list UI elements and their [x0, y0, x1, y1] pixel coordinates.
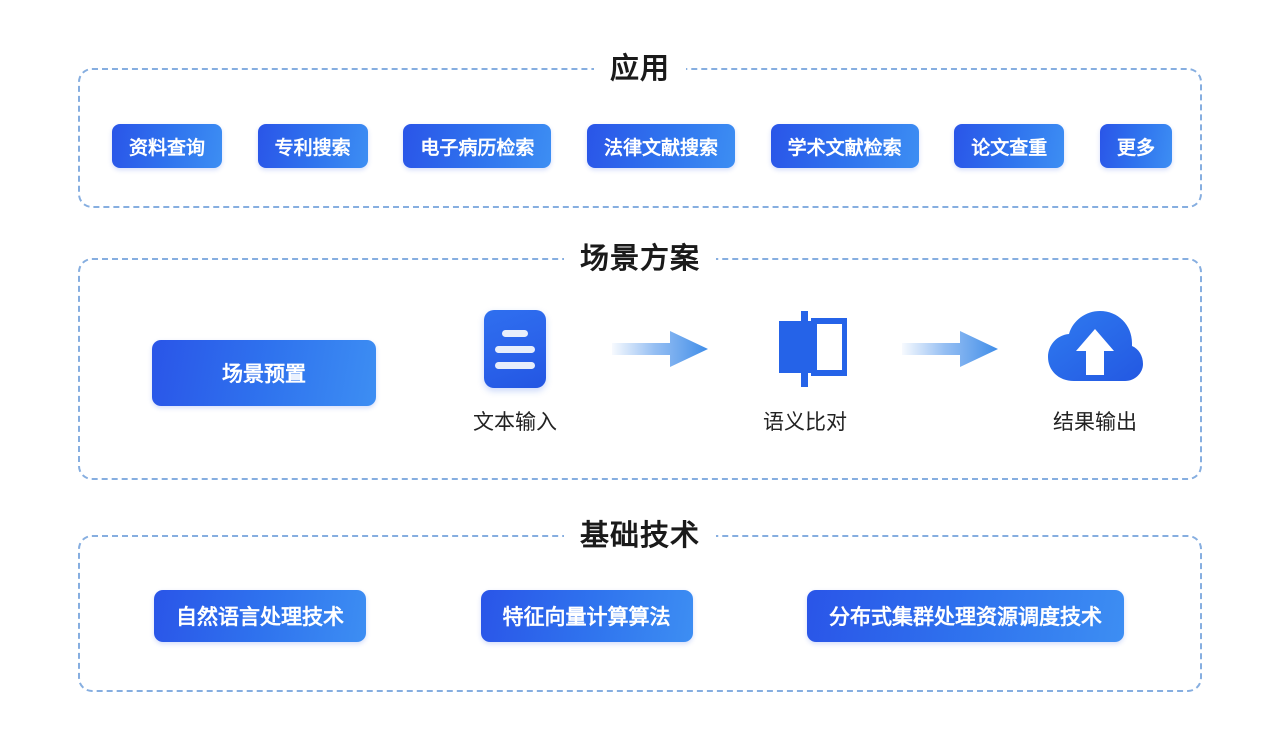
arrow-right-icon-2	[894, 306, 1006, 392]
document-lines-icon	[484, 306, 546, 392]
app-button-more[interactable]: 更多	[1099, 124, 1172, 168]
section-application-title: 应用	[593, 49, 687, 89]
scenario-preset-button[interactable]: 场景预置	[152, 340, 376, 406]
flow-step-result-output: 结果输出	[1020, 306, 1170, 436]
flow-step-result-output-label: 结果输出	[1053, 411, 1137, 434]
semantic-compare-icon	[763, 306, 847, 392]
tech-button-distributed-cluster-scheduling[interactable]: 分布式集群处理资源调度技术	[807, 590, 1124, 642]
flow-step-text-input-label: 文本输入	[473, 411, 557, 434]
app-button-patent-search[interactable]: 专利搜索	[257, 124, 368, 168]
scenario-flow: 文本输入	[440, 306, 1170, 446]
section-technology: 基础技术 自然语言处理技术 特征向量计算算法 分布式集群处理资源调度技术	[78, 516, 1202, 692]
technology-button-row: 自然语言处理技术 特征向量计算算法 分布式集群处理资源调度技术	[154, 590, 1124, 642]
flow-step-semantic-compare: 语义比对	[730, 306, 880, 436]
application-button-row: 资料查询 专利搜索 电子病历检索 法律文献搜索 学术文献检索 论文查重 更多	[112, 124, 1172, 168]
tech-button-feature-vector-algorithm[interactable]: 特征向量计算算法	[480, 590, 693, 642]
arrow-right-icon-1	[604, 306, 716, 392]
app-button-data-query[interactable]: 资料查询	[112, 124, 223, 168]
section-application: 应用 资料查询 专利搜索 电子病历检索 法律文献搜索 学术文献检索 论文查重 更…	[78, 49, 1202, 208]
section-scenario-title: 场景方案	[563, 239, 717, 279]
flow-step-text-input: 文本输入	[440, 306, 590, 436]
section-technology-title: 基础技术	[563, 516, 717, 556]
tech-button-nlp[interactable]: 自然语言处理技术	[154, 590, 366, 642]
app-button-legal-literature-search[interactable]: 法律文献搜索	[586, 124, 735, 168]
app-button-thesis-plagiarism-check[interactable]: 论文查重	[954, 124, 1065, 168]
section-scenario: 场景方案 场景预置 文本输入	[78, 239, 1202, 480]
flow-step-semantic-compare-label: 语义比对	[763, 411, 847, 434]
cloud-upload-icon	[1046, 306, 1144, 392]
app-button-emr-retrieval[interactable]: 电子病历检索	[403, 124, 552, 168]
app-button-academic-literature-retrieval[interactable]: 学术文献检索	[770, 124, 919, 168]
